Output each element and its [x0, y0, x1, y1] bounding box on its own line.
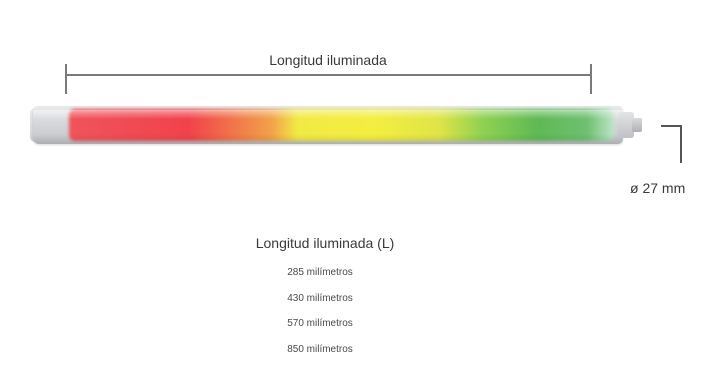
illuminated-length-label: Longitud iluminada: [269, 52, 387, 68]
led-tube: [33, 106, 623, 144]
length-item: 430 milímetros: [287, 293, 353, 304]
length-item: 570 milímetros: [287, 318, 353, 329]
length-item: 285 milímetros: [287, 267, 353, 278]
tube-shadow: [33, 134, 623, 144]
tube-connector: [618, 112, 634, 138]
tube-connector-pin: [632, 118, 642, 132]
length-item: 850 milímetros: [287, 344, 353, 355]
dimension-tick-right: [590, 64, 592, 94]
diameter-bracket-vertical: [680, 125, 682, 163]
diameter-bracket-horizontal: [661, 125, 681, 127]
dimension-tick-left: [65, 64, 67, 94]
lengths-title: Longitud iluminada (L): [255, 235, 395, 251]
diameter-label: ø 27 mm: [630, 180, 686, 196]
tube-illuminated-section: [69, 109, 614, 141]
tube-highlight: [33, 110, 623, 119]
illuminated-length-dimension-line: [66, 74, 590, 76]
